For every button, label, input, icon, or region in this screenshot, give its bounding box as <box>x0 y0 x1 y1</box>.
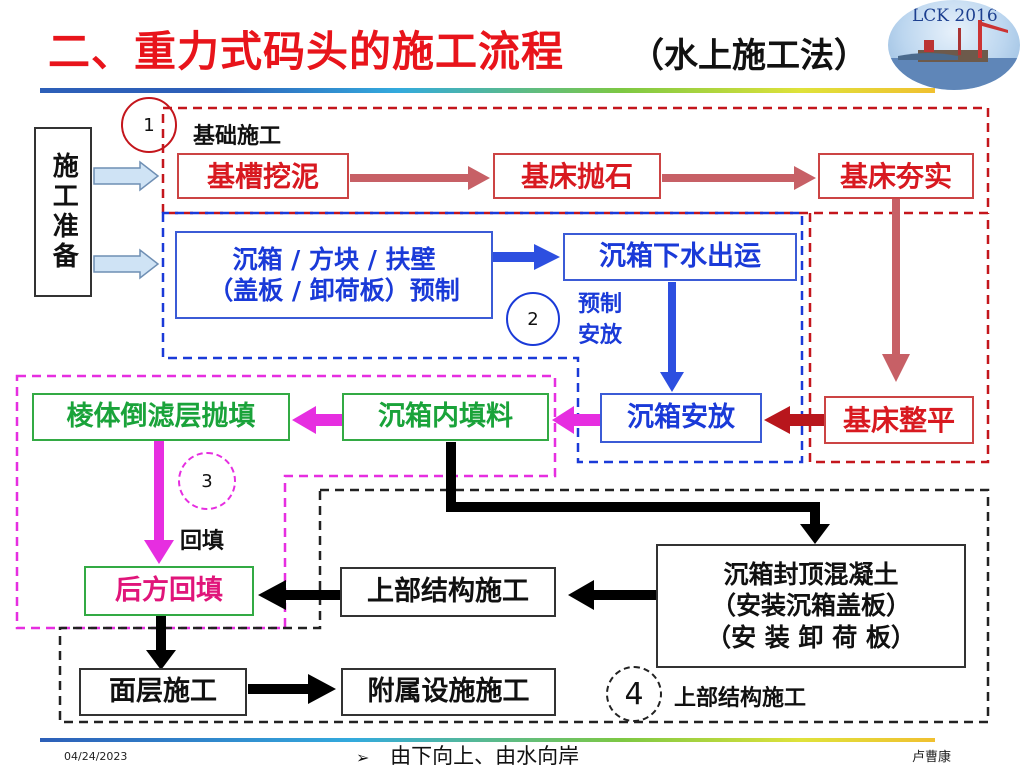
prep-arrow-1 <box>93 160 160 192</box>
section-label-2: 预制安放 <box>578 292 623 348</box>
section-marker-4: 4 <box>606 666 662 722</box>
step-paoshi: 基床抛石 <box>493 153 661 199</box>
arrow-yuzhi-xiashui <box>493 244 560 270</box>
arrow-jicao-paoshi <box>350 166 490 190</box>
step-lvceng: 棱体倒滤层抛填 <box>32 393 290 441</box>
step-anfang: 沉箱安放 <box>600 393 762 443</box>
backfill-region <box>15 374 557 630</box>
step-fengding-line1: 沉箱封顶混凝土 <box>723 560 899 590</box>
footer-date: 04/24/2023 <box>64 750 128 763</box>
section-label-3: 回填 <box>180 529 225 554</box>
step-fengding-line3: （安 装 卸 荷 板） <box>706 622 916 652</box>
superstructure-region <box>58 488 990 724</box>
logo: LCK 2016 <box>888 0 1020 90</box>
step-yuzhi: 沉箱 / 方块 / 扶壁 （盖板 / 卸荷板）预制 <box>175 231 493 319</box>
arrow-mianceng-fushu <box>248 674 336 704</box>
prefab-region <box>161 211 804 464</box>
prep-label: 施工准备 <box>48 152 79 272</box>
step-hangshi: 基床夯实 <box>818 153 974 199</box>
bullet-arrow-icon: ➢ <box>356 748 370 767</box>
step-zhengping: 基床整平 <box>824 396 974 444</box>
arrow-shangbu-houfang <box>258 580 340 610</box>
step-fengding-line2: （安装沉箱盖板） <box>710 591 911 621</box>
prep-arrow-2 <box>93 248 160 280</box>
arrow-anfang-tianliao <box>552 406 600 434</box>
section-marker-2: 2 <box>506 292 560 346</box>
section-label-1: 基础施工 <box>193 124 282 149</box>
port-crane-icon <box>888 20 1020 90</box>
header-divider <box>40 88 935 93</box>
arrow-lvceng-houfang <box>144 440 174 564</box>
arrow-tianliao-lvceng <box>292 406 342 434</box>
section-label-4: 上部结构施工 <box>674 686 807 711</box>
footer-author: 卢曹康 <box>912 750 952 765</box>
page-title: 二、重力式码头的施工流程 <box>48 27 565 76</box>
section-marker-3: 3 <box>178 452 236 510</box>
section-marker-1: 1 <box>121 97 177 153</box>
step-shangbu: 上部结构施工 <box>340 567 556 617</box>
arrow-paoshi-hangshi <box>662 166 816 190</box>
footer-note-text: 由下向上、由水向岸 <box>390 744 580 768</box>
arrow-zhengping-anfang <box>764 406 824 434</box>
step-mianceng: 面层施工 <box>79 668 247 716</box>
step-yuzhi-line1: 沉箱 / 方块 / 扶壁 <box>232 244 436 274</box>
footer-divider <box>40 738 935 742</box>
step-fengding: 沉箱封顶混凝土 （安装沉箱盖板） （安 装 卸 荷 板） <box>656 544 966 668</box>
prep-box: 施工准备 <box>34 127 92 297</box>
arrow-hangshi-zhengping <box>882 198 910 382</box>
page-subtitle: （水上施工法） <box>630 36 868 76</box>
arrow-tianliao-fengding <box>446 442 830 544</box>
footer-note: ➢ 由下向上、由水向岸 <box>356 740 579 770</box>
logo-text: LCK 2016 <box>912 6 998 26</box>
arrow-fengding-shangbu <box>568 580 656 610</box>
step-yuzhi-line2: （盖板 / 卸荷板）预制 <box>208 276 460 305</box>
step-houfang: 后方回填 <box>84 566 254 616</box>
foundation-region <box>161 106 990 215</box>
step-xiashui: 沉箱下水出运 <box>563 233 797 281</box>
step-jicao: 基槽挖泥 <box>177 153 349 199</box>
arrow-xiashui-anfang <box>660 282 684 392</box>
arrow-houfang-mianceng <box>146 614 176 670</box>
step-fushu: 附属设施施工 <box>341 668 556 716</box>
step-tianliao: 沉箱内填料 <box>342 393 549 441</box>
